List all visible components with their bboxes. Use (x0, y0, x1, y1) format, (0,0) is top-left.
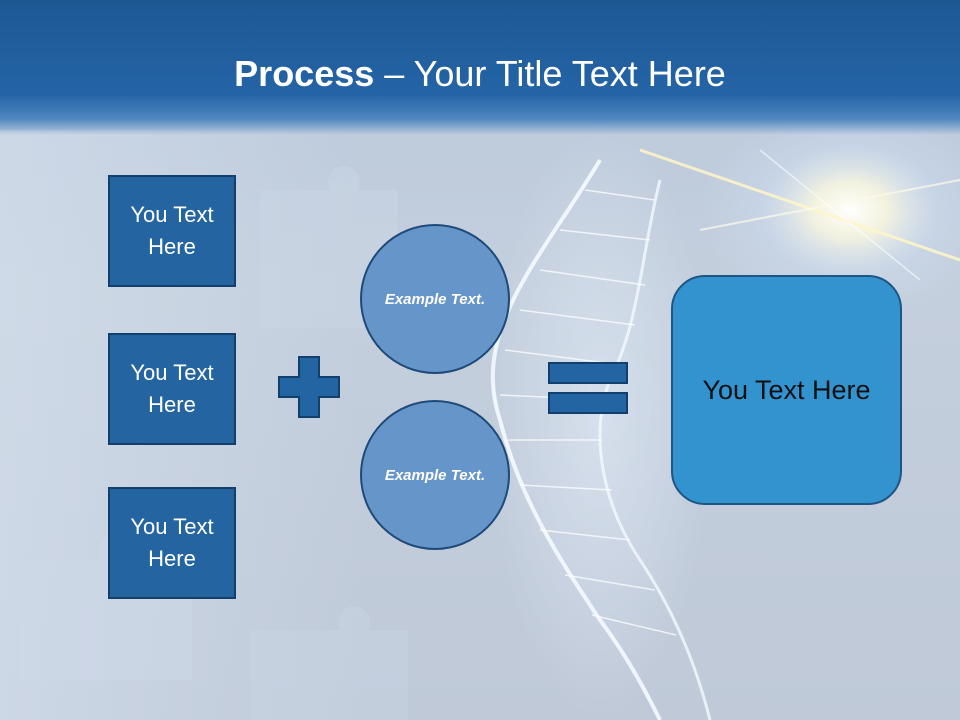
equals-icon (548, 362, 628, 414)
title-rest: – Your Title Text Here (374, 53, 726, 94)
result-box: You Text Here (671, 275, 902, 505)
text-box-2: You Text Here (108, 333, 236, 445)
text-box-3: You Text Here (108, 487, 236, 599)
example-circle-1: Example Text. (360, 224, 510, 374)
example-circle-2: Example Text. (360, 400, 510, 550)
header-band (0, 0, 960, 135)
slide-title: Process – Your Title Text Here (0, 52, 960, 96)
text-box-1: You Text Here (108, 175, 236, 287)
plus-icon (278, 356, 340, 418)
title-bold: Process (234, 53, 375, 94)
